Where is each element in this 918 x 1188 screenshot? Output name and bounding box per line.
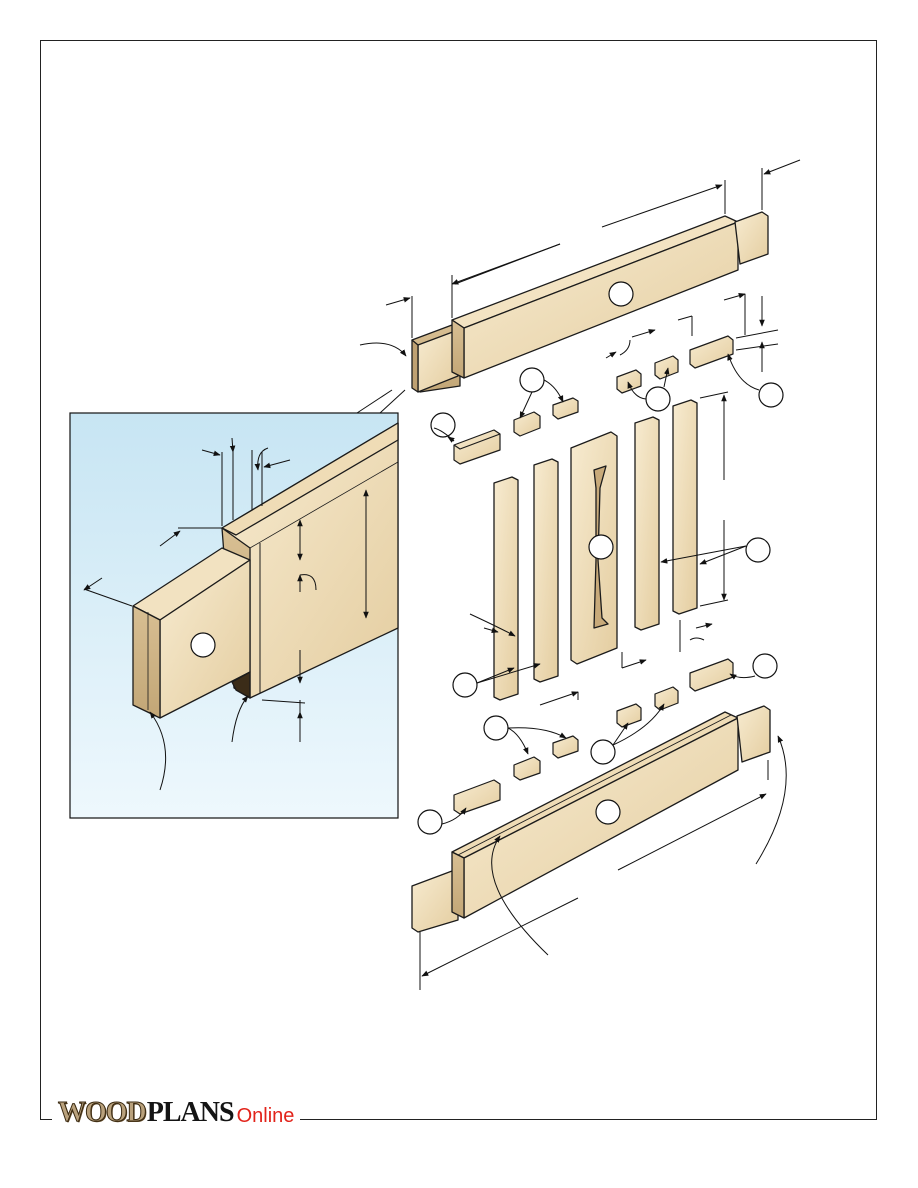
- part-callouts: [417, 367, 784, 835]
- bottom-spacers: [453, 658, 734, 815]
- logo-word-plans: PLANS: [146, 1097, 235, 1128]
- inset-dimension-lines: [83, 437, 369, 791]
- top-rail: [411, 211, 769, 393]
- bottom-rail-callout: [595, 799, 621, 825]
- main-dimension-lines: [359, 159, 801, 990]
- drawing-frame: [40, 40, 877, 1120]
- inset-part-callout: [190, 632, 216, 658]
- inset-callout-line: [356, 389, 393, 414]
- woodplans-online-logo: WOOD PLANS Online: [52, 1092, 301, 1128]
- slats: [493, 399, 698, 701]
- joint-detail-inset: [69, 389, 406, 819]
- logo-word-online: Online: [236, 1105, 295, 1127]
- logo-word-wood: WOOD: [58, 1097, 148, 1128]
- center-panel-callout: [588, 534, 614, 560]
- top-rail-callout: [608, 281, 634, 307]
